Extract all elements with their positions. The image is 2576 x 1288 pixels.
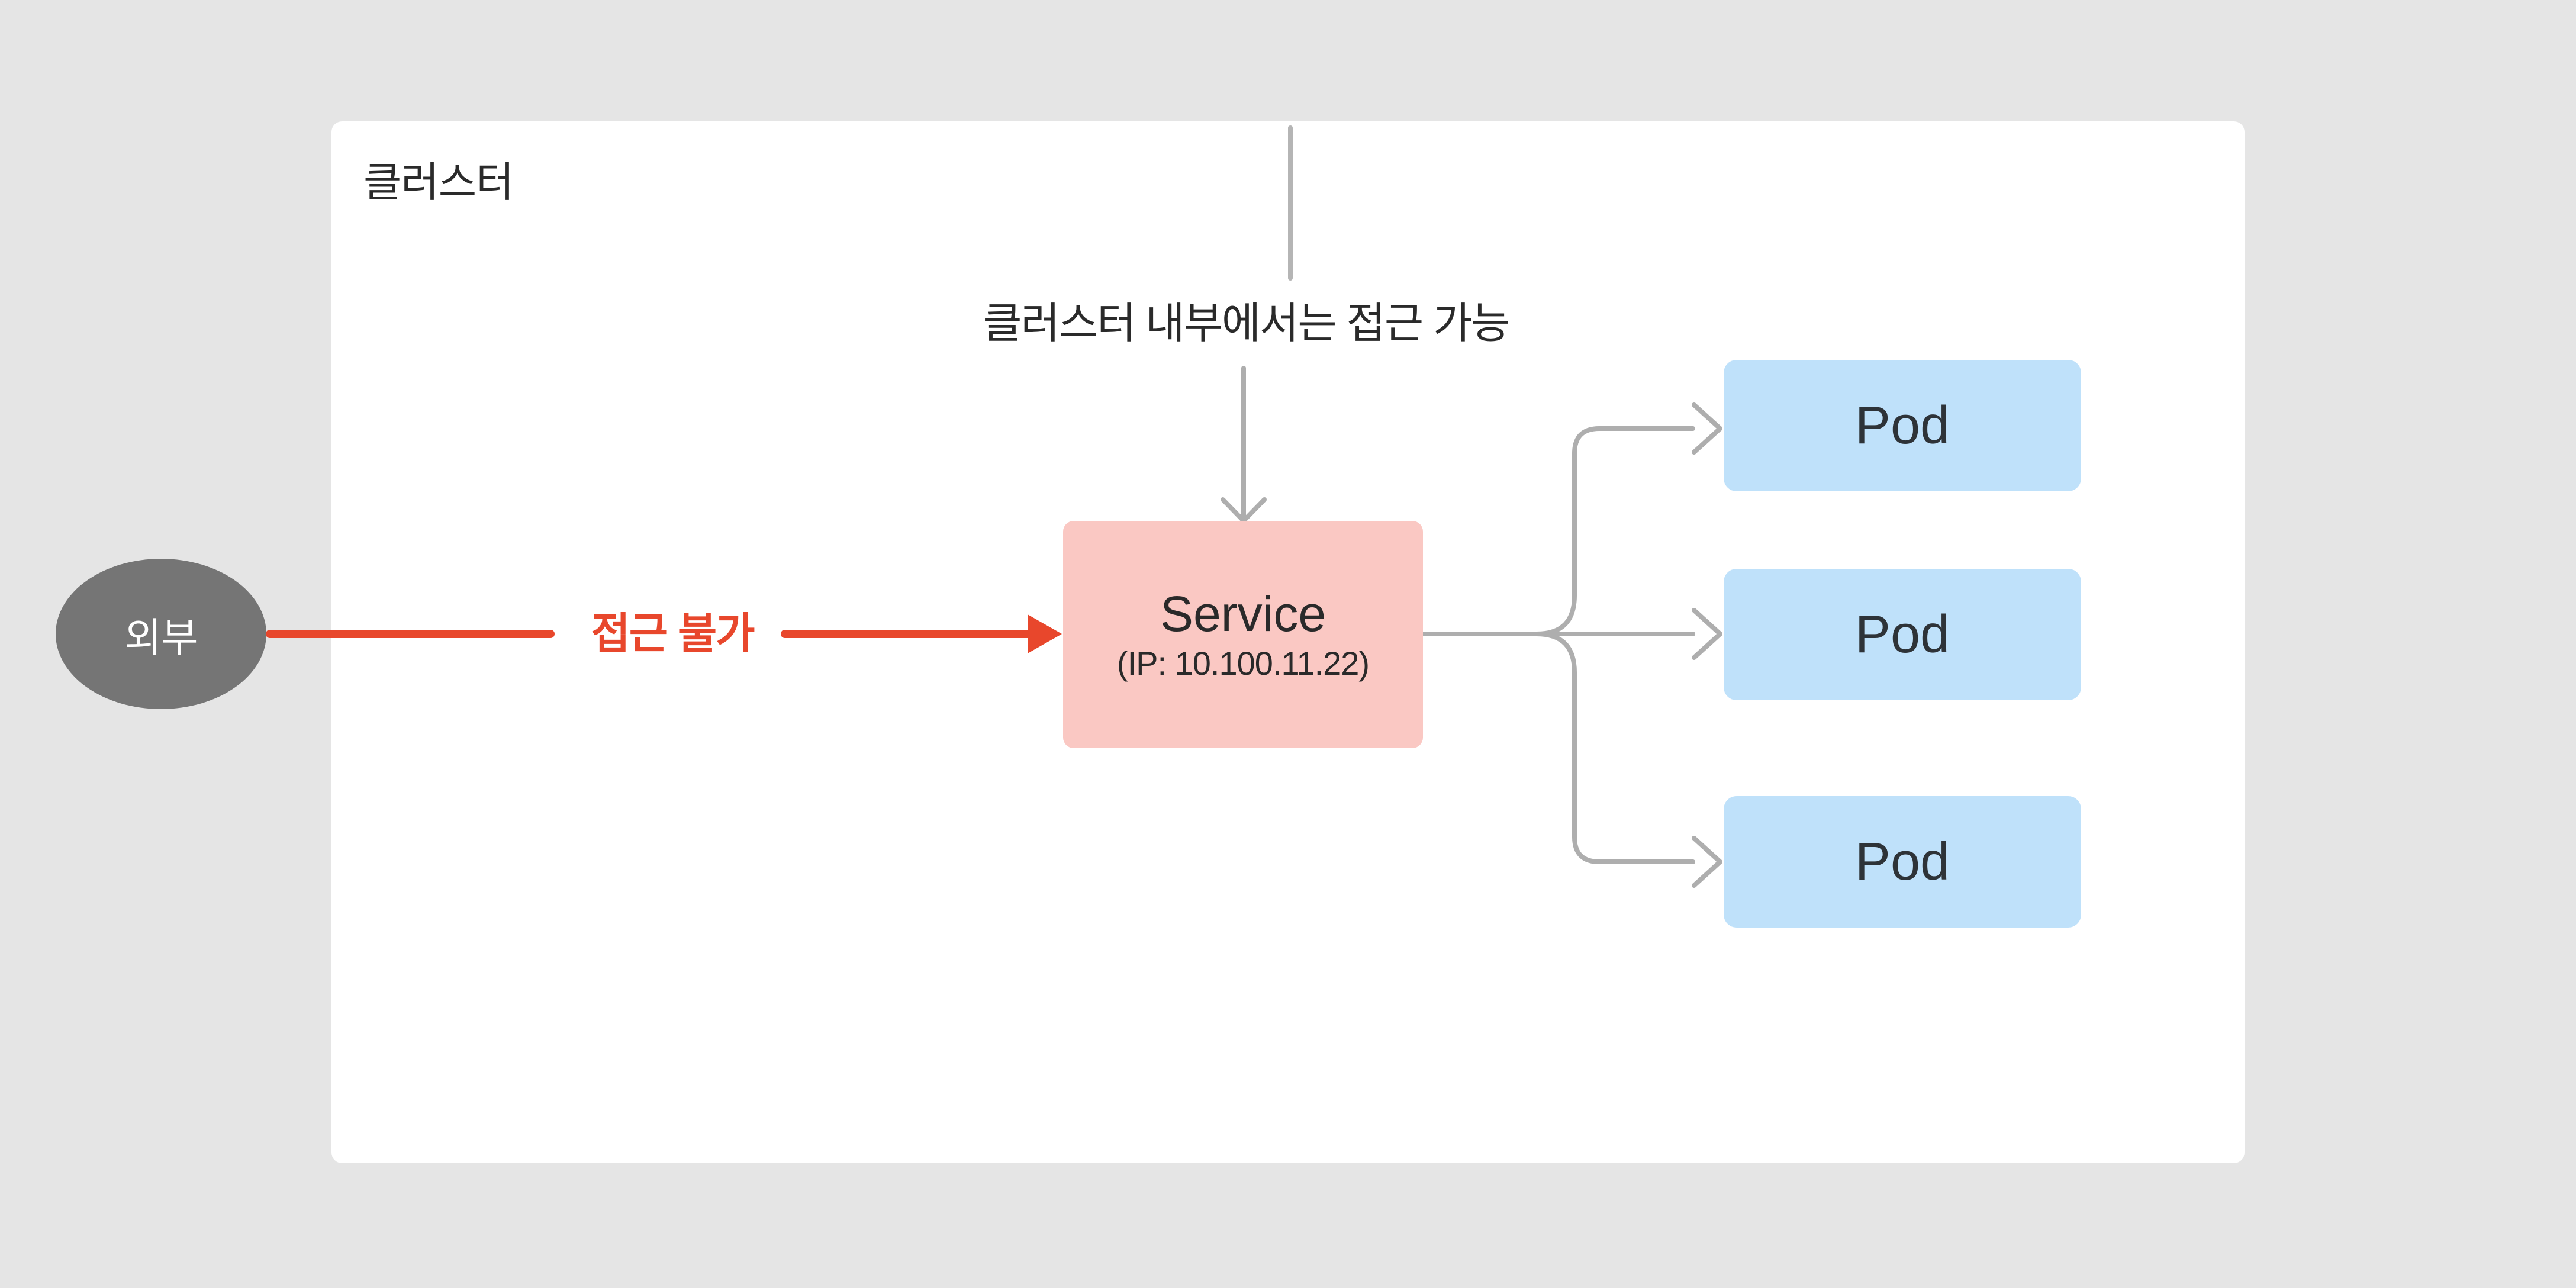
cluster-label: 클러스터 — [363, 159, 514, 205]
external-node: 외부 — [56, 559, 266, 709]
internal-access-caption: 클러스터 내부에서는 접근 가능 — [983, 300, 1510, 347]
pod-label: Pod — [1854, 832, 1950, 891]
pod-node-3: Pod — [1724, 796, 2081, 928]
service-node: Service (IP: 10.100.11.22) — [1063, 521, 1423, 748]
external-label: 외부 — [124, 615, 198, 661]
pod-label: Pod — [1854, 395, 1950, 455]
access-denied-label: 접근 불가 — [591, 610, 755, 658]
pod-label: Pod — [1854, 604, 1950, 664]
service-ip: (IP: 10.100.11.22) — [1116, 645, 1370, 682]
service-title: Service — [1160, 586, 1326, 642]
pod-node-1: Pod — [1724, 360, 2081, 491]
pod-node-2: Pod — [1724, 569, 2081, 700]
